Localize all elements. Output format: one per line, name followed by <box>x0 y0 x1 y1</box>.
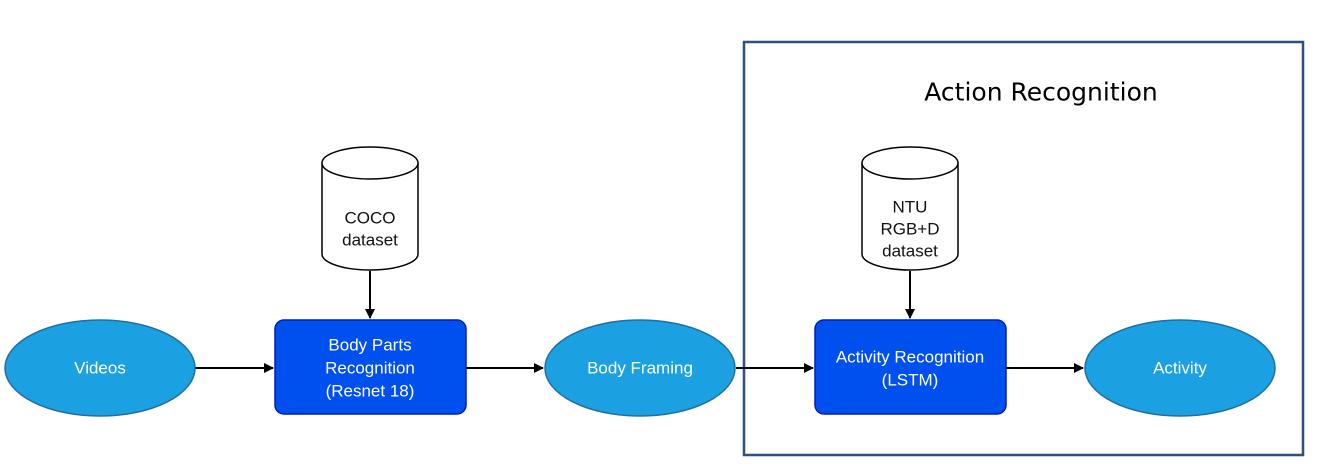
body-parts-label-line-2: Recognition <box>325 359 415 378</box>
node-videos: Videos <box>4 319 196 417</box>
action-recognition-group-title: Action Recognition <box>924 78 1157 107</box>
action-recognition-group-border <box>742 40 1305 457</box>
ntu-label-line-3: dataset <box>882 242 938 261</box>
coco-cylinder-body <box>321 163 419 271</box>
activity-ellipse <box>1084 319 1276 417</box>
node-body-parts-recognition: Body Parts Recognition (Resnet 18) <box>274 319 467 415</box>
node-body-framing: Body Framing <box>544 319 736 417</box>
node-activity-recognition: Activity Recognition (LSTM) <box>814 319 1007 415</box>
body-framing-label: Body Framing <box>587 359 693 378</box>
ntu-label-line-2: RGB+D <box>880 220 939 239</box>
node-activity: Activity <box>1084 319 1276 417</box>
activity-recognition-box <box>814 319 1007 415</box>
coco-label-line-1: COCO <box>345 209 396 228</box>
coco-cylinder-top <box>321 146 419 180</box>
activity-recognition-label-line-1: Activity Recognition <box>836 348 984 367</box>
ntu-cylinder-body <box>861 163 959 271</box>
body-parts-box <box>274 319 467 415</box>
body-framing-ellipse <box>544 319 736 417</box>
ntu-cylinder-top <box>861 146 959 180</box>
activity-recognition-label-line-2: (LSTM) <box>882 371 939 390</box>
activity-label: Activity <box>1153 359 1207 378</box>
coco-label-line-2: dataset <box>342 231 398 250</box>
videos-label: Videos <box>74 359 126 378</box>
ntu-label-line-1: NTU <box>893 198 928 217</box>
body-parts-label-line-1: Body Parts <box>328 336 411 355</box>
node-ntu-dataset: NTU RGB+D dataset <box>861 146 959 271</box>
videos-ellipse <box>4 319 196 417</box>
body-parts-label-line-3: (Resnet 18) <box>326 382 415 401</box>
node-coco-dataset: COCO dataset <box>321 146 419 271</box>
